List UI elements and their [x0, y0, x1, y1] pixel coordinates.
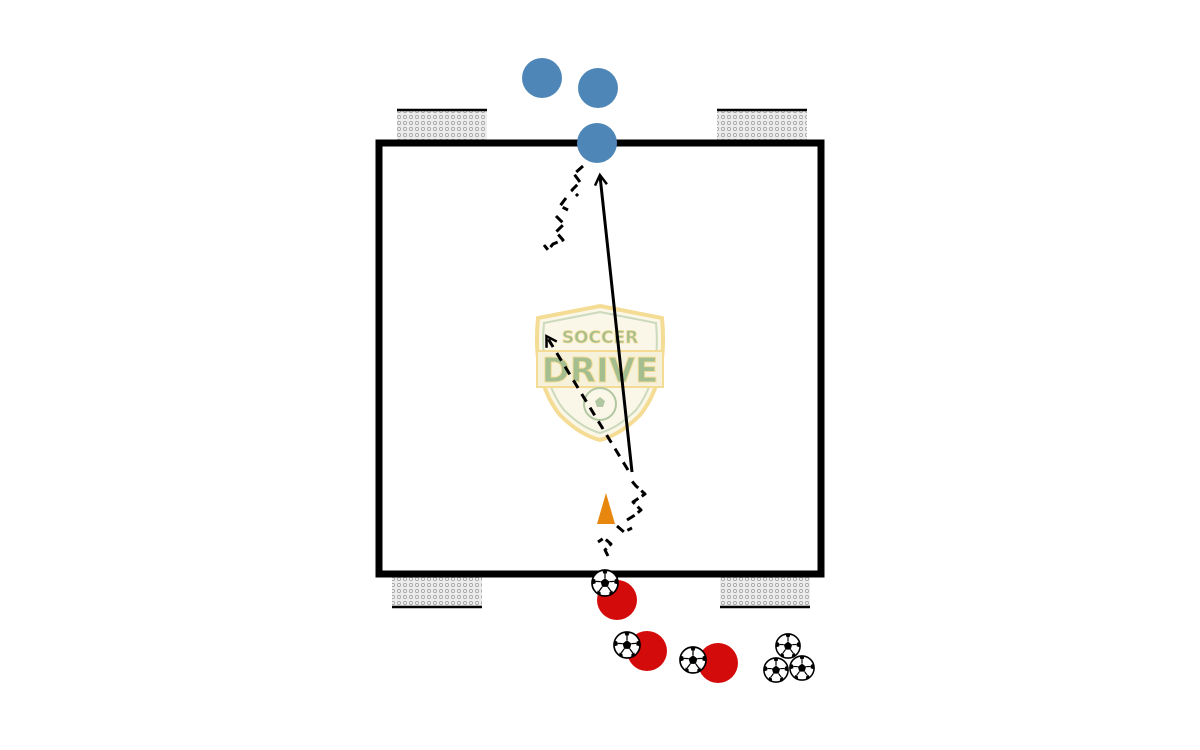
goal-icon-bottom-right — [720, 577, 810, 609]
watermark-badge: SOCCER DRIVE — [534, 303, 666, 443]
blue-player — [577, 123, 617, 163]
soccer-ball-icon — [591, 569, 619, 597]
cone-icon — [597, 493, 615, 524]
dribble-line-top — [542, 164, 584, 252]
soccer-ball-icon — [679, 646, 707, 674]
goal-icon-top-left — [397, 108, 487, 140]
dribble-line-bottom — [597, 479, 647, 557]
run-arrow — [547, 337, 630, 471]
soccer-ball-icon — [775, 633, 801, 659]
goal-icon-top-right — [717, 108, 807, 140]
watermark-line1: SOCCER — [562, 328, 638, 348]
blue-player — [522, 58, 562, 98]
pass-arrow — [600, 176, 634, 473]
goal-icon-bottom-left — [392, 577, 482, 609]
soccer-ball-icon — [763, 657, 789, 683]
soccer-ball-icon — [789, 655, 815, 681]
red-player — [698, 643, 738, 683]
soccer-ball-icon — [613, 631, 641, 659]
blue-player — [578, 68, 618, 108]
